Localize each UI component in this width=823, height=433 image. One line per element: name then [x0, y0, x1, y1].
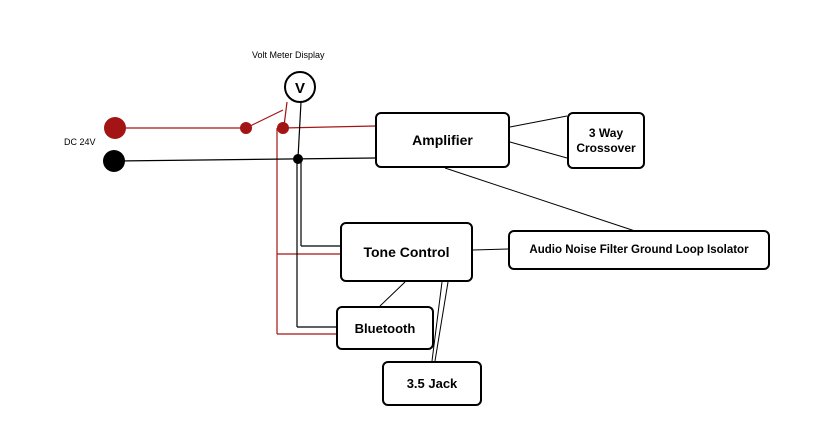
voltmeter-icon [284, 71, 316, 103]
crossover-block: 3 Way Crossover [567, 112, 645, 169]
amplifier-label: Amplifier [412, 132, 473, 148]
red-switch-lever [245, 109, 284, 129]
noise-filter-label: Audio Noise Filter Ground Loop Isolator [529, 244, 749, 256]
switch-contact-left-icon [240, 122, 252, 134]
bluetooth-label: Bluetooth [354, 320, 416, 336]
black-voltmeter-lead [297, 101, 302, 159]
jack-block: 3.5 Jack [382, 361, 482, 406]
jack-label: 3.5 Jack [406, 376, 458, 391]
red-voltmeter-lead [283, 101, 288, 127]
amp-to-crossover-bottom [509, 141, 568, 159]
ground-junction-icon [293, 154, 303, 164]
switch-contact-right-icon [277, 122, 289, 134]
amplifier-block: Amplifier [375, 112, 510, 168]
voltmeter-symbol: V [295, 80, 305, 97]
power-source-label: DC 24V [64, 137, 96, 147]
noise-filter-block: Audio Noise Filter Ground Loop Isolator [508, 230, 770, 270]
tone-to-noise-filter [472, 248, 509, 251]
voltmeter-caption: Volt Meter Display [252, 50, 325, 60]
signal-wires [379, 115, 636, 362]
negative-wires [114, 101, 376, 328]
black-main-line [114, 157, 376, 162]
positive-wires [115, 101, 376, 335]
amp-to-crossover-top [509, 115, 568, 128]
bluetooth-block: Bluetooth [336, 306, 434, 350]
tone-to-jack-a [431, 281, 443, 362]
crossover-label-line1: 3 Way [588, 125, 624, 140]
red-to-amplifier [282, 125, 376, 129]
crossover-label-line2: Crossover [576, 140, 636, 155]
negative-terminal-icon [103, 150, 125, 172]
tone-to-jack-b [434, 281, 449, 362]
positive-terminal-icon [104, 117, 126, 139]
amp-to-noise-filter [444, 167, 636, 232]
tone-control-block: Tone Control [340, 222, 473, 282]
tone-to-bluetooth [379, 281, 406, 307]
tone-control-label: Tone Control [363, 244, 450, 260]
